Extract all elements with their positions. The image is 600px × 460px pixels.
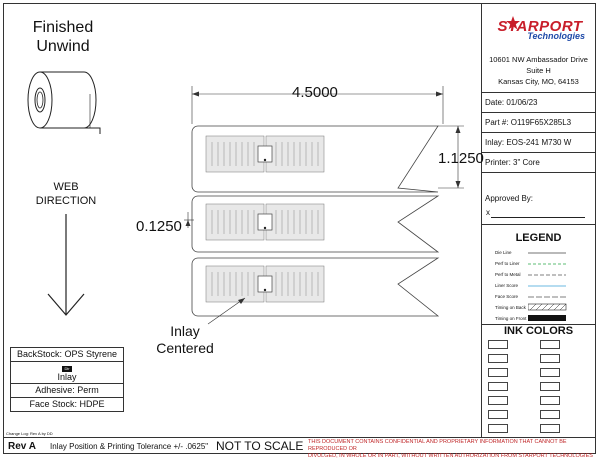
inlay-antenna-left [205, 135, 265, 173]
company-logo: STARPORT Technologies [487, 18, 593, 41]
confidentiality-line2: DIVULGED, IN WHOLE OR IN PART, WITHOUT W… [308, 453, 593, 459]
spec-inlay: Inlay [57, 372, 77, 382]
footer-divider [3, 437, 596, 438]
ink-swatch[interactable] [488, 396, 508, 405]
logo-sub: Technologies [527, 31, 585, 41]
spec-backstock: BackStock: OPS Styrene [11, 348, 123, 362]
spec-face-stock: Face Stock: HDPE [29, 399, 105, 409]
ink-swatch[interactable] [488, 410, 508, 419]
revision: Rev A [8, 441, 36, 452]
address-line2: Suite H [526, 66, 551, 75]
approved-label: Approved By: [485, 194, 534, 203]
info-part: Part #: O119F65X285L3 [481, 113, 596, 133]
inlay-antenna-right [265, 135, 325, 173]
roll-title: Finished Unwind [18, 18, 108, 56]
ink-colors-title: INK COLORS [503, 325, 574, 337]
info-date: Date: 01/06/23 [481, 93, 596, 113]
gap-dimension: 0.1250 [136, 218, 182, 235]
legend-perf-metal: Perf to Metal [495, 272, 521, 277]
ink-swatch[interactable] [540, 410, 560, 419]
legend-die-line: Die Line [495, 250, 512, 255]
confidentiality-line1: THIS DOCUMENT CONTAINS CONFIDENTIAL AND … [308, 439, 567, 452]
spec-adhesive: Adhesive: Perm [11, 384, 123, 398]
legend-title: LEGEND [515, 232, 562, 244]
address-line3: Kansas City, MO, 64153 [498, 77, 579, 86]
tolerance-note: Inlay Position & Printing Tolerance +/- … [50, 442, 209, 451]
ink-swatch[interactable] [488, 368, 508, 377]
ink-top-divider [481, 324, 596, 325]
width-dimension: 4.5000 [292, 84, 338, 101]
ink-swatch[interactable] [488, 382, 508, 391]
material-spec-box: BackStock: OPS Styrene Dir Inlay Adhesiv… [10, 347, 124, 412]
info-inlay: Inlay: EOS-241 M730 W [481, 133, 596, 153]
address-divider [481, 92, 596, 93]
legend-top-divider [481, 224, 596, 225]
inlay-antenna-left [205, 265, 265, 303]
right-panel-divider [481, 3, 482, 437]
address-line1: 10601 NW Ambassador Drive [489, 55, 588, 64]
approved-signature-line[interactable] [491, 217, 585, 218]
logo-main: STARPORT [497, 18, 583, 35]
height-dimension: 1.1250 [438, 150, 484, 167]
web-direction-label: WEB DIRECTION [26, 180, 106, 208]
inlay-antenna-right [265, 203, 325, 241]
legend-timing-front: Timing on Front [495, 316, 527, 321]
web-direction-line2: DIRECTION [35, 195, 97, 207]
ink-swatch[interactable] [488, 424, 508, 433]
change-log: Change Log: Rev A by DD [6, 431, 53, 436]
company-address: 10601 NW Ambassador Drive Suite H Kansas… [482, 54, 595, 87]
ink-swatch[interactable] [540, 396, 560, 405]
direction-badge: Dir [62, 365, 72, 372]
inlay-note: Inlay Centered [148, 323, 222, 357]
ink-swatch[interactable] [540, 368, 560, 377]
roll-title-line2: Unwind [36, 38, 90, 55]
inlay-note-line1: Inlay [170, 323, 200, 339]
inlay-antenna-right [265, 265, 325, 303]
legend-liner-score: Liner Score [495, 283, 519, 288]
ink-swatch[interactable] [540, 424, 560, 433]
roll-title-line1: Finished [32, 19, 94, 36]
legend-swatches [528, 252, 567, 321]
ink-swatch[interactable] [540, 354, 560, 363]
drawing-sheet [3, 3, 596, 454]
inlay-note-line2: Centered [156, 340, 214, 356]
inlay-antenna-left [205, 203, 265, 241]
web-direction-line1: WEB [53, 181, 79, 193]
legend-perf-liner: Perf to Liner [495, 261, 520, 266]
info-block: Date: 01/06/23 Part #: O119F65X285L3 Inl… [481, 93, 596, 173]
approved-x: x [486, 208, 490, 217]
confidentiality-notice: THIS DOCUMENT CONTAINS CONFIDENTIAL AND … [308, 439, 596, 460]
not-to-scale: NOT TO SCALE [216, 439, 304, 453]
ink-swatch[interactable] [488, 354, 508, 363]
web-direction-arrow [47, 214, 85, 316]
spec-inlay-row: Dir Inlay [11, 362, 123, 384]
ink-swatch[interactable] [540, 340, 560, 349]
label-layout-drawing [184, 86, 464, 325]
roll-illustration [27, 71, 101, 134]
legend-timing-back: Timing on Back [495, 305, 526, 310]
ink-swatch[interactable] [488, 340, 508, 349]
legend-face-score: Face Score [495, 294, 519, 299]
logo-star-icon [506, 16, 520, 30]
ink-swatch[interactable] [540, 382, 560, 391]
info-printer: Printer: 3" Core [481, 153, 596, 173]
